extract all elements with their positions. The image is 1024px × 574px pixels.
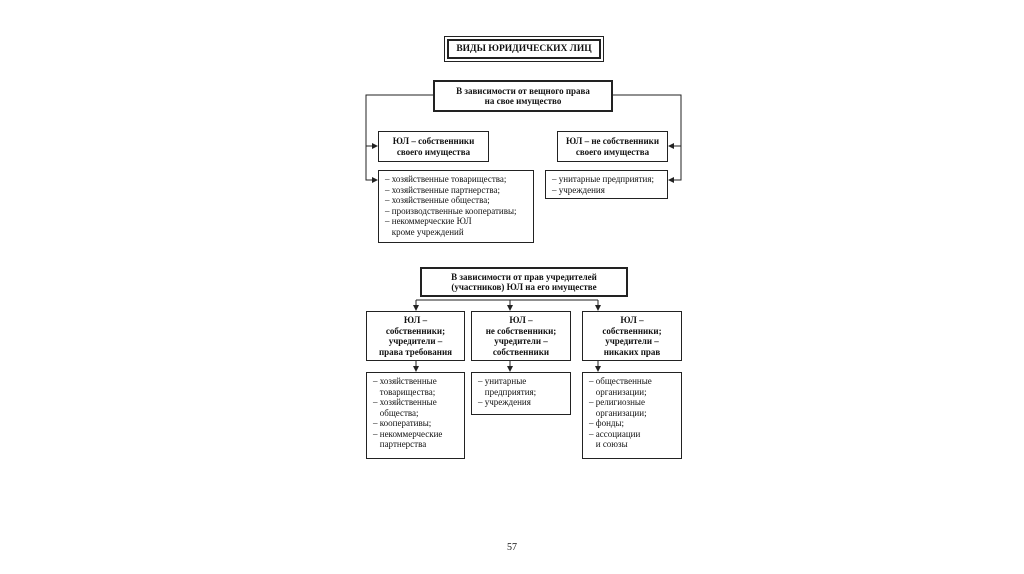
- list-item: – некоммерческие: [373, 428, 443, 439]
- section2-col3-header: ЮЛ – собственники; учредители – никаких …: [582, 311, 682, 361]
- section2-header-line: (участников) ЮЛ на его имуществе: [451, 282, 597, 292]
- list-item: – учреждения: [552, 184, 605, 195]
- list-item: – общественные: [589, 376, 652, 386]
- connector-right-bracket: [613, 94, 682, 183]
- section2-col2-list: – унитарные предприятия; – учреждения: [471, 372, 571, 415]
- section1-left-list: – хозяйственные товарищества; – хозяйств…: [378, 170, 534, 243]
- section1-right-header-line: своего имущества: [575, 146, 650, 157]
- col1-header-line: собственники;: [385, 325, 446, 336]
- list-item: – производственные кооперативы;: [385, 205, 517, 216]
- section2-col2-header: ЮЛ – не собственники; учредители – собст…: [471, 311, 571, 361]
- list-item: – фонды;: [589, 418, 625, 428]
- list-item: – кооперативы;: [373, 418, 432, 428]
- list-item: – унитарные: [478, 376, 527, 386]
- list-item: предприятия;: [478, 386, 537, 397]
- section1-left-header-line: ЮЛ – собственники: [392, 136, 475, 146]
- col1-header-line: учредители –: [388, 336, 443, 346]
- list-item: – хозяйственные партнерства;: [385, 184, 500, 195]
- diagram-title: ВИДЫ ЮРИДИЧЕСКИХ ЛИЦ: [447, 39, 601, 59]
- section1-header-line: на свое имущество: [484, 96, 562, 106]
- section2-header: В зависимости от прав учредителей (участ…: [420, 267, 628, 297]
- section1-right-header: ЮЛ – не собственники своего имущества: [557, 131, 668, 162]
- section2-col1-list: – хозяйственные товарищества; – хозяйств…: [366, 372, 465, 459]
- col2-header-line: ЮЛ –: [509, 315, 533, 325]
- section2-header-line: В зависимости от прав учредителей: [451, 271, 597, 282]
- list-item: – религиозные: [589, 397, 645, 407]
- list-item: партнерства: [373, 439, 427, 449]
- list-item: – хозяйственные общества;: [385, 195, 490, 205]
- section1-left-header-line: своего имущества: [396, 146, 471, 157]
- section2-col3-list: – общественные организации; – религиозны…: [582, 372, 682, 459]
- list-item: кроме учреждений: [385, 226, 464, 237]
- list-item: организации;: [589, 407, 647, 418]
- page-number: 57: [507, 542, 517, 553]
- col3-header-line: ЮЛ –: [620, 315, 644, 325]
- section1-left-header: ЮЛ – собственники своего имущества: [378, 131, 489, 162]
- col2-header-line: собственники: [492, 346, 550, 357]
- list-item: – унитарные предприятия;: [552, 174, 654, 184]
- section1-right-list: – унитарные предприятия; – учреждения: [545, 170, 668, 199]
- list-item: товарищества;: [373, 386, 436, 397]
- section1-header: В зависимости от вещного права на свое и…: [433, 80, 613, 112]
- connector-left-bracket: [365, 94, 433, 183]
- section2-col1-header: ЮЛ – собственники; учредители – права тр…: [366, 311, 465, 361]
- list-item: – хозяйственные товарищества;: [385, 174, 507, 184]
- list-item: организации;: [589, 386, 647, 397]
- col3-header-line: собственники;: [602, 325, 662, 336]
- col3-header-line: учредители –: [605, 336, 659, 346]
- list-item: – хозяйственные: [373, 397, 437, 407]
- list-item: – хозяйственные: [373, 376, 437, 386]
- list-item: – учреждения: [478, 397, 531, 407]
- list-item: и союзы: [589, 439, 628, 449]
- col2-header-line: учредители –: [494, 336, 548, 346]
- col1-header-line: ЮЛ –: [403, 315, 428, 325]
- list-item: – некоммерческие ЮЛ: [385, 216, 472, 226]
- col3-header-line: никаких прав: [603, 346, 661, 357]
- section1-header-line: В зависимости от вещного права: [456, 85, 590, 96]
- list-item: общества;: [373, 407, 419, 418]
- list-item: – ассоциации: [589, 428, 641, 439]
- col1-header-line: права требования: [378, 346, 453, 357]
- diagram-title-frame: ВИДЫ ЮРИДИЧЕСКИХ ЛИЦ: [444, 36, 604, 62]
- section1-right-header-line: ЮЛ – не собственники: [565, 136, 659, 146]
- col2-header-line: не собственники;: [485, 325, 557, 336]
